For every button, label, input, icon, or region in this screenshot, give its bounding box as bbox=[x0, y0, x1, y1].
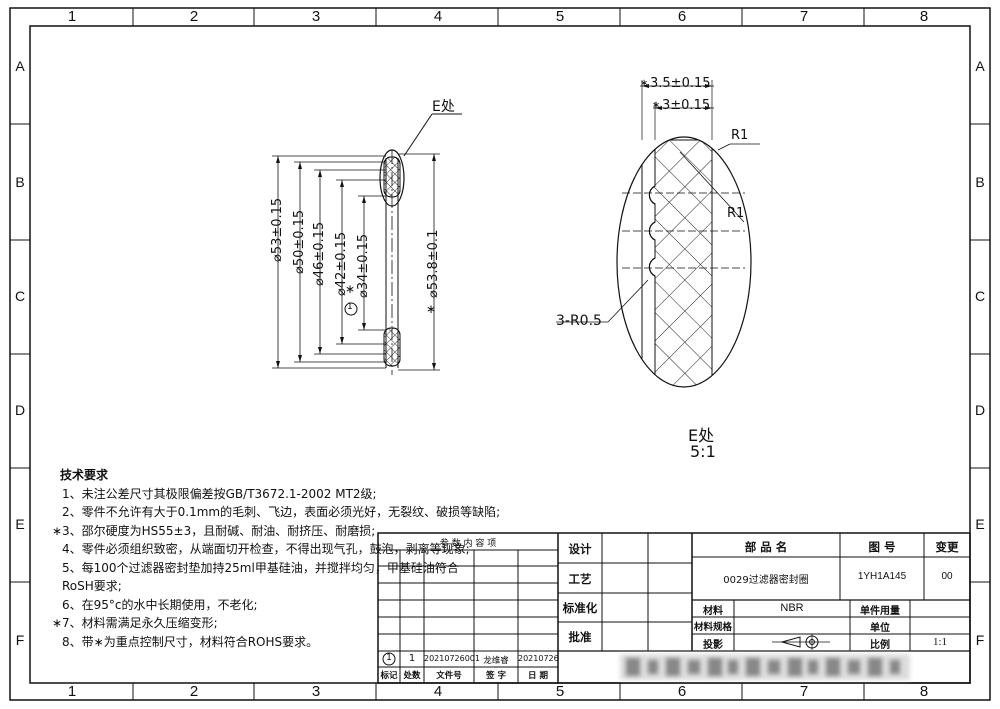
zone-row-e-right: E bbox=[975, 516, 985, 532]
dim-d50: ⌀50±0.15 bbox=[292, 209, 307, 274]
detail-star-top1: ∗ bbox=[640, 78, 649, 89]
tech-item: 2、零件不允许有大于0.1mm的毛刺、飞边，表面必须光好，无裂纹、破损等缺陷; bbox=[62, 505, 501, 519]
zone-row-b-right: B bbox=[975, 174, 985, 190]
dim-d53-8: ⌀53.8±0.1 bbox=[426, 229, 441, 298]
rev-date: 20210726 bbox=[518, 654, 559, 663]
rev-doc-no: 20210726001 bbox=[424, 654, 480, 663]
dim-d34: ⌀34±0.15 bbox=[356, 233, 371, 298]
tb-drawing-no: 1YH1A145 bbox=[857, 571, 907, 582]
tb-drawing-no-label: 图 号 bbox=[868, 540, 896, 554]
tech-heading: 技术要求 bbox=[60, 468, 109, 482]
tech-requirements: 技术要求 1、未注公差尺寸其极限偏差按GB/T3672.1-2002 MT2级;… bbox=[52, 466, 500, 651]
zone-col-6-bottom: 6 bbox=[677, 683, 687, 700]
rev-header-doc: 文件号 bbox=[436, 671, 462, 681]
marker-1-label: 1 bbox=[347, 302, 353, 312]
tb-scale-label: 比例 bbox=[870, 640, 890, 651]
tb-projection-label: 投影 bbox=[703, 640, 723, 651]
marker-1-circle bbox=[344, 302, 358, 316]
tb-unit-label: 单位 bbox=[870, 623, 890, 634]
tech-item: ∗7、材料需满足永久压缩变形; bbox=[52, 616, 218, 630]
zone-col-5-top: 5 bbox=[555, 8, 565, 25]
title-block-lines bbox=[377, 532, 971, 684]
tech-item: ∗3、邵尔硬度为HS55±3，且耐碱、耐油、耐挤压、耐磨损; bbox=[52, 523, 376, 538]
tb-scale: 1:1 bbox=[932, 636, 948, 648]
zone-row-b-left: B bbox=[15, 174, 25, 190]
zone-row-f-right: F bbox=[975, 632, 985, 648]
dim-d53: ⌀53±0.15 bbox=[270, 197, 285, 262]
r1-lower-label: R1 bbox=[727, 206, 745, 221]
zone-col-2-top: 2 bbox=[189, 8, 199, 25]
tech-item: RoSH要求; bbox=[62, 579, 122, 593]
ref-table-header: 参 数 内 容 项 bbox=[439, 539, 497, 549]
zone-col-7-bottom: 7 bbox=[799, 683, 809, 700]
rev-header-count: 处数 bbox=[403, 671, 421, 681]
dimension-arrows bbox=[276, 154, 436, 370]
rev-header-mark: 标记 bbox=[380, 671, 398, 681]
tech-item: 6、在95°c的水中长期使用，不老化; bbox=[62, 597, 258, 612]
detail-star-top2: ∗ bbox=[652, 100, 661, 111]
tech-item: 8、带∗为重点控制尺寸，材料符合ROHS要求。 bbox=[62, 634, 319, 649]
zone-ticks bbox=[10, 8, 990, 700]
ring-section-view bbox=[272, 113, 462, 375]
zone-col-7-top: 7 bbox=[799, 8, 809, 25]
rev-mark: 1 bbox=[386, 653, 392, 663]
tb-material-spec-label: 材料规格 bbox=[693, 622, 732, 633]
rev-signer: 龙维睿 bbox=[483, 656, 509, 666]
dim-d46: ⌀46±0.15 bbox=[312, 221, 327, 286]
rev-header-sign: 签 字 bbox=[486, 671, 506, 681]
tech-item: 1、未注公差尺寸其极限偏差按GB/T3672.1-2002 MT2级; bbox=[62, 486, 377, 501]
tb-design-label: 设计 bbox=[568, 542, 592, 556]
tb-material: NBR bbox=[780, 602, 804, 614]
zone-row-d-left: D bbox=[14, 402, 26, 418]
projection-symbol bbox=[772, 634, 830, 650]
zone-row-a-right: A bbox=[975, 58, 985, 74]
tb-process-label: 工艺 bbox=[568, 572, 592, 586]
detail-callout-label: E处 bbox=[432, 99, 455, 115]
zone-col-1-top: 1 bbox=[67, 8, 77, 25]
zone-row-c-right: C bbox=[974, 288, 986, 304]
detail-caption: E处 bbox=[688, 426, 715, 445]
rev-count: 1 bbox=[408, 653, 416, 664]
tb-change-label: 变更 bbox=[935, 540, 959, 554]
zone-col-6-top: 6 bbox=[677, 8, 687, 25]
zone-col-8-bottom: 8 bbox=[919, 683, 929, 700]
tb-standardize-label: 标准化 bbox=[562, 601, 598, 615]
star-d53-8: ∗ bbox=[426, 302, 437, 316]
tb-unit-weight-label: 单件用量 bbox=[860, 606, 900, 617]
zone-col-3-bottom: 3 bbox=[311, 683, 321, 700]
zone-col-4-top: 4 bbox=[433, 8, 443, 25]
tb-approve-label: 批准 bbox=[568, 630, 592, 644]
zone-col-3-top: 3 bbox=[311, 8, 321, 25]
zone-row-d-right: D bbox=[974, 402, 986, 418]
tb-part-name: 0029过滤器密封圈 bbox=[723, 575, 809, 586]
detail-scale: 5:1 bbox=[690, 442, 716, 461]
zone-col-2-bottom: 2 bbox=[189, 683, 199, 700]
rev-mark-circle bbox=[382, 652, 396, 666]
zone-col-5-bottom: 5 bbox=[555, 683, 565, 700]
zone-col-1-bottom: 1 bbox=[67, 683, 77, 700]
r1-upper-label: R1 bbox=[731, 128, 749, 143]
rev-header-date: 日 期 bbox=[528, 671, 548, 681]
zone-row-c-left: C bbox=[14, 288, 26, 304]
tb-change: 00 bbox=[941, 571, 953, 582]
blurred-label-strip bbox=[620, 654, 910, 680]
zone-row-f-left: F bbox=[15, 632, 25, 648]
radius-note: 3-R0.5 bbox=[556, 313, 602, 329]
tech-item: 5、每100个过滤器密封垫加持25ml甲基硅油，并搅拌均匀，甲基硅油符合 bbox=[62, 560, 459, 575]
dim-3: 3±0.15 bbox=[662, 98, 711, 113]
tech-item: 4、零件必须组织致密，从端面切开检查，不得出现气孔，鼓泡，剥离等现象; bbox=[62, 542, 470, 556]
dim-3-5: 3.5±0.15 bbox=[650, 76, 711, 91]
detail-view-e bbox=[556, 80, 760, 388]
tb-material-label: 材料 bbox=[703, 606, 723, 617]
star-d34: ∗ bbox=[345, 282, 356, 296]
tb-part-name-label: 部 品 名 bbox=[744, 540, 788, 554]
zone-row-a-left: A bbox=[15, 58, 25, 74]
detail-arrows bbox=[642, 84, 712, 110]
zone-col-4-bottom: 4 bbox=[433, 683, 443, 700]
zone-row-e-left: E bbox=[15, 516, 25, 532]
zone-col-8-top: 8 bbox=[919, 8, 929, 25]
